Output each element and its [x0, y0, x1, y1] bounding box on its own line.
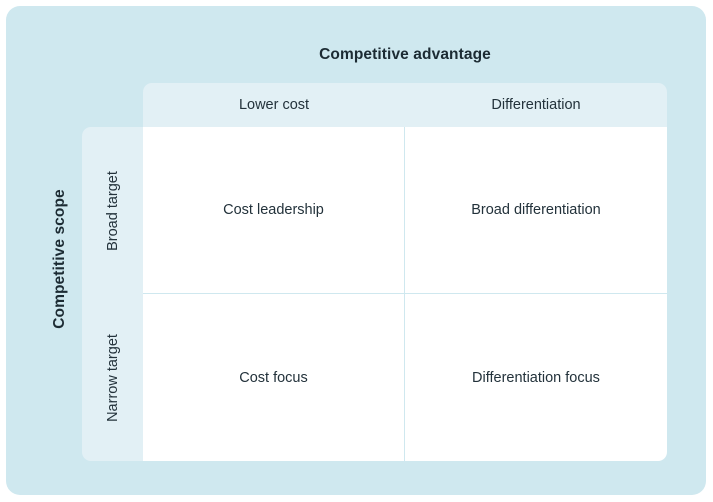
cell-broad-differentiation: Broad differentiation [405, 127, 667, 294]
row-header-broad-target: Broad target [82, 127, 143, 294]
cell-cost-leadership: Cost leadership [143, 127, 405, 294]
cell-cost-focus: Cost focus [143, 294, 405, 461]
row-header-narrow-target-label: Narrow target [104, 333, 121, 422]
matrix-grid: Cost leadership Broad differentiation Co… [143, 127, 667, 461]
left-axis-title: Competitive scope [51, 189, 68, 329]
column-header-differentiation: Differentiation [491, 97, 581, 113]
top-axis-title: Competitive advantage [319, 46, 491, 63]
cell-differentiation-focus: Differentiation focus [472, 369, 600, 386]
row-header-broad-target-label: Broad target [104, 170, 121, 251]
column-header-lower-cost: Lower cost [238, 97, 310, 113]
row-header-narrow-target: Narrow target [82, 294, 143, 461]
strategy-matrix-diagram: Competitive advantage Competitive scope … [6, 6, 706, 495]
row-header-band: Broad target Narrow target [82, 127, 143, 461]
column-header-band: Lower cost Differentiation [143, 83, 667, 127]
